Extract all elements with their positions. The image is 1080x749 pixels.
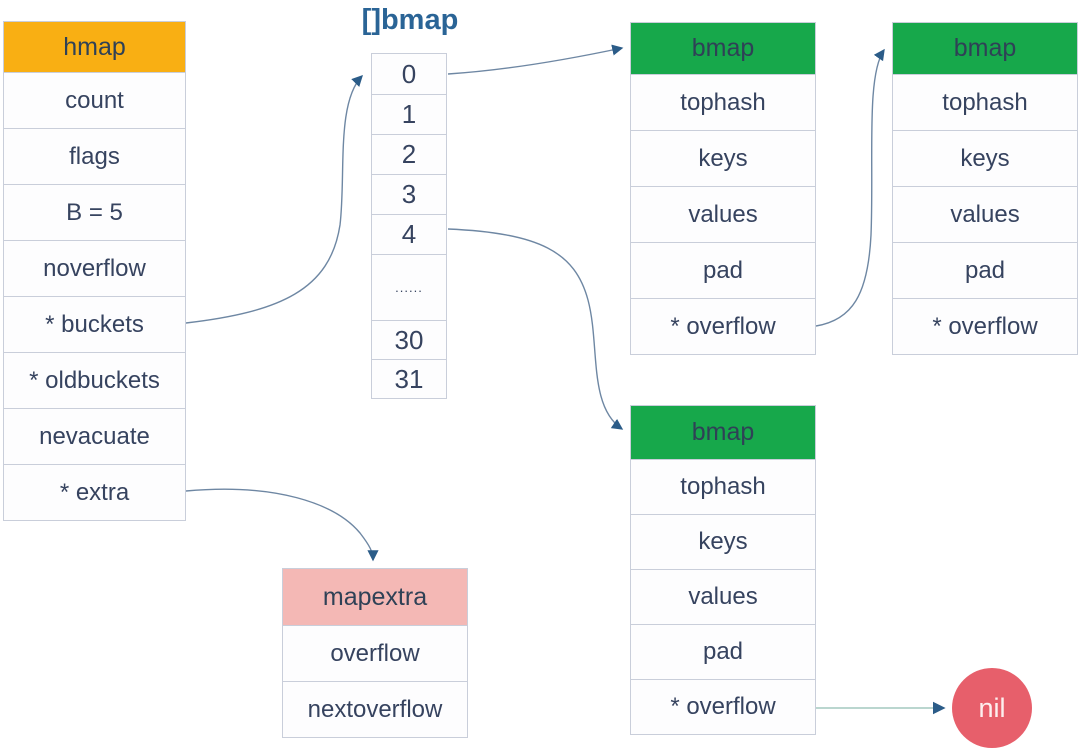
bmap1-row-values: values: [631, 186, 815, 242]
array-cell-30: 30: [372, 320, 446, 359]
bmap3-row-values: values: [631, 569, 815, 624]
arrow-cell0-to-bmap1: [447, 44, 624, 75]
array-cell-31: 31: [372, 359, 446, 398]
hmap-row-b: B = 5: [4, 184, 185, 240]
array-cell-2: 2: [372, 134, 446, 174]
bmap1-row-tophash: tophash: [631, 74, 815, 130]
hmap-row-buckets: * buckets: [4, 296, 185, 352]
mapextra-row-overflow: overflow: [283, 625, 467, 681]
array-cell-ellipsis: ......: [372, 254, 446, 320]
hmap-row-oldbuckets: * oldbuckets: [4, 352, 185, 408]
arrow-extra-to-mapextra: [185, 488, 379, 562]
bmap1-row-keys: keys: [631, 130, 815, 186]
bmap2-row-pad: pad: [893, 242, 1077, 298]
bmap3-row-keys: keys: [631, 514, 815, 569]
bmap1-header: bmap: [631, 23, 815, 74]
hmap-row-noverflow: noverflow: [4, 240, 185, 296]
array-cell-3: 3: [372, 174, 446, 214]
bmap2-row-overflow: * overflow: [893, 298, 1077, 354]
mapextra-table: mapextra overflow nextoverflow: [282, 568, 468, 738]
bmap3-row-overflow: * overflow: [631, 679, 815, 734]
array-cell-1: 1: [372, 94, 446, 134]
hmap-row-flags: flags: [4, 128, 185, 184]
mapextra-header: mapextra: [283, 569, 467, 625]
bmap3-table: bmap tophash keys values pad * overflow: [630, 405, 816, 735]
hmap-row-count: count: [4, 72, 185, 128]
bmap3-header: bmap: [631, 406, 815, 459]
hmap-table: hmap count flags B = 5 noverflow * bucke…: [3, 21, 186, 521]
arrow-cell4-to-bmap3: [447, 228, 624, 430]
bmap2-row-tophash: tophash: [893, 74, 1077, 130]
bmap1-row-pad: pad: [631, 242, 815, 298]
hmap-row-extra: * extra: [4, 464, 185, 520]
bmap1-row-overflow: * overflow: [631, 298, 815, 354]
mapextra-row-nextoverflow: nextoverflow: [283, 681, 467, 737]
nil-node: nil: [952, 668, 1032, 748]
bmap3-row-pad: pad: [631, 624, 815, 679]
arrow-buckets-to-array: [185, 74, 363, 324]
bmap2-row-values: values: [893, 186, 1077, 242]
array-cell-4: 4: [372, 214, 446, 254]
bmap3-row-tophash: tophash: [631, 459, 815, 514]
bmap2-row-keys: keys: [893, 130, 1077, 186]
bmap2-header: bmap: [893, 23, 1077, 74]
bucket-array: 0 1 2 3 4 ...... 30 31: [371, 53, 447, 399]
bucket-array-title: []bmap: [361, 4, 459, 36]
array-cell-0: 0: [372, 54, 446, 94]
arrow-overflow-to-bmap2: [815, 48, 885, 327]
bmap2-table: bmap tophash keys values pad * overflow: [892, 22, 1078, 355]
hmap-header: hmap: [4, 22, 185, 72]
bmap1-table: bmap tophash keys values pad * overflow: [630, 22, 816, 355]
hmap-row-nevacuate: nevacuate: [4, 408, 185, 464]
